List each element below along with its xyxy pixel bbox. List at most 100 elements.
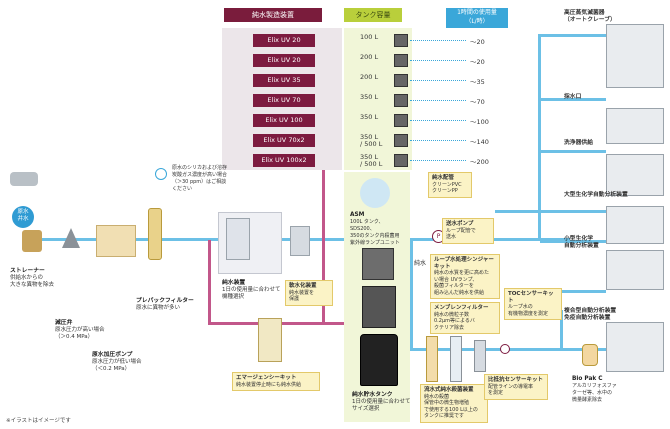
- model-2: Elix UV 20: [253, 54, 315, 67]
- pressure-reducer-label: 減圧弁原水圧力が高い場合 （＞0.4 MPa）: [55, 320, 105, 340]
- biopak-icon: [582, 344, 598, 366]
- tank-icon-7: [394, 154, 408, 167]
- model-4: Elix UV 70: [253, 94, 315, 107]
- prepack-filter-icon: [148, 208, 162, 260]
- equipment-icon-5: [606, 250, 664, 290]
- header-production: 純水製造装置: [224, 8, 322, 22]
- distribution-branch-5: [540, 240, 606, 243]
- equipment-icon-4: [606, 206, 664, 244]
- flow-rate-1: ～20: [470, 38, 485, 46]
- tank-large-icon: [360, 334, 398, 386]
- emergency-left-pipe: [208, 240, 211, 324]
- flow-connector-1: [410, 40, 466, 41]
- distribution-drop: [560, 310, 563, 350]
- model-1: Elix UV 20: [253, 34, 315, 47]
- equipment-icon-2: [606, 108, 664, 144]
- loop-kit-label: ループ水処理シンジャーキット純水の水質を更に高めた い場合 UVランプ、 殺菌フ…: [430, 254, 500, 299]
- equipment-label-3: 洗浄器供給: [564, 140, 593, 146]
- flow-connector-4: [410, 100, 466, 101]
- resistivity-kit-label: 比抵抗センサーキット配管ラインの導電率 を測定: [484, 374, 548, 400]
- equipment-icon-6: [606, 322, 664, 372]
- distribution-branch-6: [540, 290, 606, 293]
- loop-pump-label: 送水ポンプループ配管で 送水: [442, 218, 494, 244]
- distribution-branch-2: [538, 98, 606, 101]
- booster-pump-label: 原水加圧ポンプ原水圧力が低い場合 （＜0.2 MPa）: [92, 352, 142, 372]
- flow-connector-5: [410, 120, 466, 121]
- equipment-label-5: 小型生化学 自動分析装置: [564, 236, 599, 249]
- loop-return-pipe: [410, 348, 610, 351]
- distribution-branch-3: [538, 150, 606, 153]
- tank-capacity-6: 350 L / 500 L: [360, 133, 383, 148]
- pure-kit-label: 流水式純水殺菌装置純水の殺菌 保管中の微生物増殖 で使用する100 L以上の タ…: [420, 384, 488, 423]
- tank-icon-5: [394, 114, 408, 127]
- model-6: Elix UV 70x2: [253, 134, 315, 147]
- tank-capacity-5: 350 L: [360, 113, 379, 121]
- header-tank: タンク容量: [344, 8, 402, 22]
- strainer-icon: [22, 230, 42, 252]
- tank-capacity-2: 200 L: [360, 53, 379, 61]
- tank-small-icon: [362, 248, 394, 280]
- loop-pump-icon: P: [432, 230, 445, 243]
- strainer-label: ストレーナー供給水からの 大きな異物を除去: [10, 268, 55, 288]
- distribution-branch-1: [538, 34, 606, 37]
- flow-connector-2: [410, 60, 466, 61]
- equipment-icon-1: [606, 24, 664, 88]
- source-water-badge: 原水 井水: [12, 206, 34, 228]
- flow-rate-7: ～200: [470, 158, 489, 166]
- header-flow: 1時間の使用量 （L/時）: [446, 8, 508, 28]
- model-3: Elix UV 35: [253, 74, 315, 87]
- tank-medium-icon: [362, 286, 396, 328]
- model-5: Elix UV 100: [253, 114, 315, 127]
- prepack-filter-label: プレパックフィルター原水に異物が多い: [136, 298, 194, 311]
- tank-icon-4: [394, 94, 408, 107]
- pure-water-tag: 純水: [414, 260, 427, 267]
- loop-down-pipe: [410, 240, 413, 350]
- flow-connector-3: [410, 80, 466, 81]
- tank-capacity-1: 100 L: [360, 33, 379, 41]
- tank-icon-2: [394, 54, 408, 67]
- models-feed-pipe: [322, 170, 325, 324]
- booster-pump-icon: [96, 225, 136, 257]
- footnote: ※イラストはイメージです: [6, 418, 71, 424]
- silica-callout: 原水のシリカおよび溶存 炭酸ガス濃度が高い場合 （＞30 ppm）はご相談 くだ…: [172, 165, 228, 192]
- filter-icon: [450, 336, 462, 382]
- flow-rate-4: ～70: [470, 98, 485, 106]
- model-7: Elix UV 100x2: [253, 154, 315, 167]
- emergency-kit-label: エマージェンシーキット純水装置停止時にも純水供給: [232, 372, 320, 391]
- sensor-icon: [474, 340, 486, 372]
- flow-connector-7: [410, 160, 466, 161]
- membrane-filter-label: メンブレンフィルター純水の微粒子数 0.2μm等によるバ クテリア除去: [430, 302, 500, 334]
- faucet-icon: [10, 172, 38, 186]
- flow-rate-6: ～140: [470, 138, 489, 146]
- flow-rate-3: ～35: [470, 78, 485, 86]
- distribution-riser: [538, 34, 541, 239]
- tank-capacity-3: 200 L: [360, 73, 379, 81]
- softener-icon: [290, 226, 310, 256]
- tank-icon-1: [394, 34, 408, 47]
- equipment-label-2: 採水口: [564, 94, 582, 100]
- uv-lamp-icon: [426, 336, 438, 382]
- tank-icon-3: [394, 74, 408, 87]
- equipment-label-6: 複合型自動分析装置 免疫自動分析装置: [564, 308, 617, 321]
- tank-icon-6: [394, 134, 408, 147]
- emergency-kit-icon: [258, 318, 282, 362]
- flow-rate-5: ～100: [470, 118, 489, 126]
- loop-piping-label: 純水配管クリーンPVC クリーンPP: [428, 172, 472, 198]
- asm-lamp-icon: [360, 178, 390, 208]
- equipment-label-1: 高圧蒸気滅菌器 （オートクレーブ）: [564, 10, 616, 23]
- equipment-label-4: 大型生化学自動分析装置: [564, 192, 628, 198]
- emergency-pipe: [208, 322, 398, 325]
- flow-connector-6: [410, 140, 466, 141]
- system-unit-icon: [226, 218, 250, 260]
- toc-sensor-label: TOCセンサーキットループ水の 有機物濃度を測定: [504, 288, 562, 320]
- softener-label: 軟水化装置純水装置を 保護: [285, 280, 333, 306]
- resistivity-icon: [500, 344, 510, 354]
- flow-rate-2: ～20: [470, 58, 485, 66]
- tank-capacity-7: 350 L / 500 L: [360, 153, 383, 168]
- info-icon: [155, 168, 167, 180]
- distribution-branch-4: [495, 210, 606, 213]
